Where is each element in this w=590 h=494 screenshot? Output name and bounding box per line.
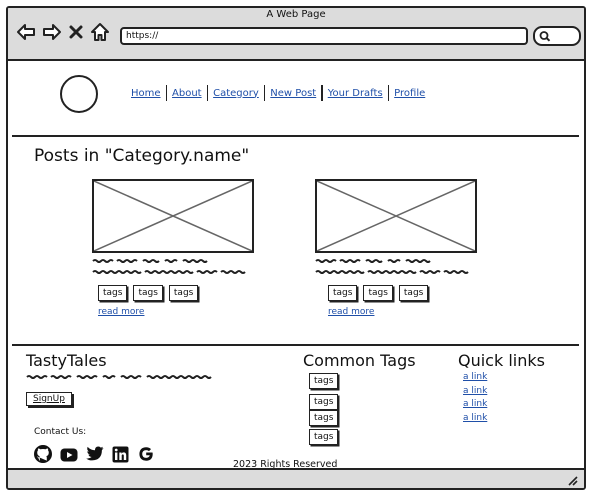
site-logo[interactable] <box>60 75 98 113</box>
post-tags: tags tags tags <box>92 285 257 301</box>
post-card: tags tags tags read more <box>315 179 480 317</box>
window-title: A Web Page <box>266 9 326 20</box>
nav-link-about[interactable]: About <box>172 87 202 99</box>
browser-nav-buttons <box>16 22 110 42</box>
tag-chip[interactable]: tags <box>309 410 339 426</box>
google-icon[interactable] <box>137 445 155 467</box>
tag-chip[interactable]: tags <box>309 429 339 445</box>
read-more-link[interactable]: read more <box>98 307 145 317</box>
quick-links-list: a link a link a link a link <box>463 371 487 425</box>
twitter-icon[interactable] <box>86 446 104 466</box>
post-image-placeholder[interactable] <box>92 179 254 253</box>
search-icon <box>539 31 551 42</box>
tag-chip[interactable]: tags <box>309 373 339 389</box>
close-icon[interactable] <box>68 22 84 42</box>
linkedin-icon[interactable] <box>112 446 129 467</box>
nav-divider <box>321 85 323 101</box>
footer-brand: TastyTales <box>26 351 107 370</box>
copyright-text: 2023 Rights Reserved <box>233 459 338 470</box>
post-excerpt-scribble <box>315 259 469 274</box>
signup-button[interactable]: SignUp <box>26 392 72 406</box>
read-more-link[interactable]: read more <box>328 307 375 317</box>
nav-divider <box>263 85 266 101</box>
tag-chip[interactable]: tags <box>98 285 128 301</box>
quick-link[interactable]: a link <box>463 372 488 382</box>
common-tags-title: Common Tags <box>303 351 416 370</box>
top-nav: Home About Category New Post Your Drafts… <box>126 85 430 101</box>
browser-search-box[interactable] <box>533 26 581 46</box>
page-title: Posts in "Category.name" <box>34 146 250 166</box>
quick-link[interactable]: a link <box>463 399 488 409</box>
address-bar[interactable]: https:// <box>120 27 528 45</box>
browser-status-bar <box>8 468 584 488</box>
post-excerpt-scribble <box>92 259 246 274</box>
nav-link-category[interactable]: Category <box>213 87 259 99</box>
tag-chip[interactable]: tags <box>133 285 163 301</box>
tag-chip[interactable]: tags <box>309 394 339 410</box>
github-icon[interactable] <box>34 445 52 467</box>
post-card: tags tags tags read more <box>92 179 257 317</box>
quick-link[interactable]: a link <box>463 385 488 396</box>
nav-divider <box>206 85 209 101</box>
tag-chip[interactable]: tags <box>363 285 393 301</box>
contact-label: Contact Us: <box>34 427 87 437</box>
nav-link-profile[interactable]: Profile <box>394 87 426 99</box>
tag-chip[interactable]: tags <box>168 285 199 301</box>
nav-link-home[interactable]: Home <box>131 87 161 99</box>
nav-link-new-post[interactable]: New Post <box>270 87 317 99</box>
nav-link-your-drafts[interactable]: Your Drafts <box>327 87 383 99</box>
header-divider <box>12 135 579 137</box>
quick-link[interactable]: a link <box>463 412 488 423</box>
tag-chip[interactable]: tags <box>398 285 429 301</box>
footer-divider <box>12 344 579 346</box>
nav-divider <box>165 85 168 101</box>
home-icon[interactable] <box>90 22 110 42</box>
forward-arrow-icon[interactable] <box>42 22 62 42</box>
footer-description-scribble <box>26 375 212 379</box>
youtube-icon[interactable] <box>60 447 78 466</box>
resize-grip-icon[interactable] <box>566 474 578 486</box>
nav-divider <box>387 85 390 101</box>
browser-window: A Web Page https:// Home About <box>6 6 586 490</box>
post-tags: tags tags tags <box>315 285 480 301</box>
page-content: Home About Category New Post Your Drafts… <box>8 61 584 470</box>
social-links <box>34 445 155 467</box>
tag-chip[interactable]: tags <box>328 285 358 301</box>
quick-links-title: Quick links <box>458 351 545 370</box>
browser-chrome: A Web Page https:// <box>8 8 584 61</box>
post-image-placeholder[interactable] <box>315 179 477 253</box>
back-arrow-icon[interactable] <box>16 22 36 42</box>
